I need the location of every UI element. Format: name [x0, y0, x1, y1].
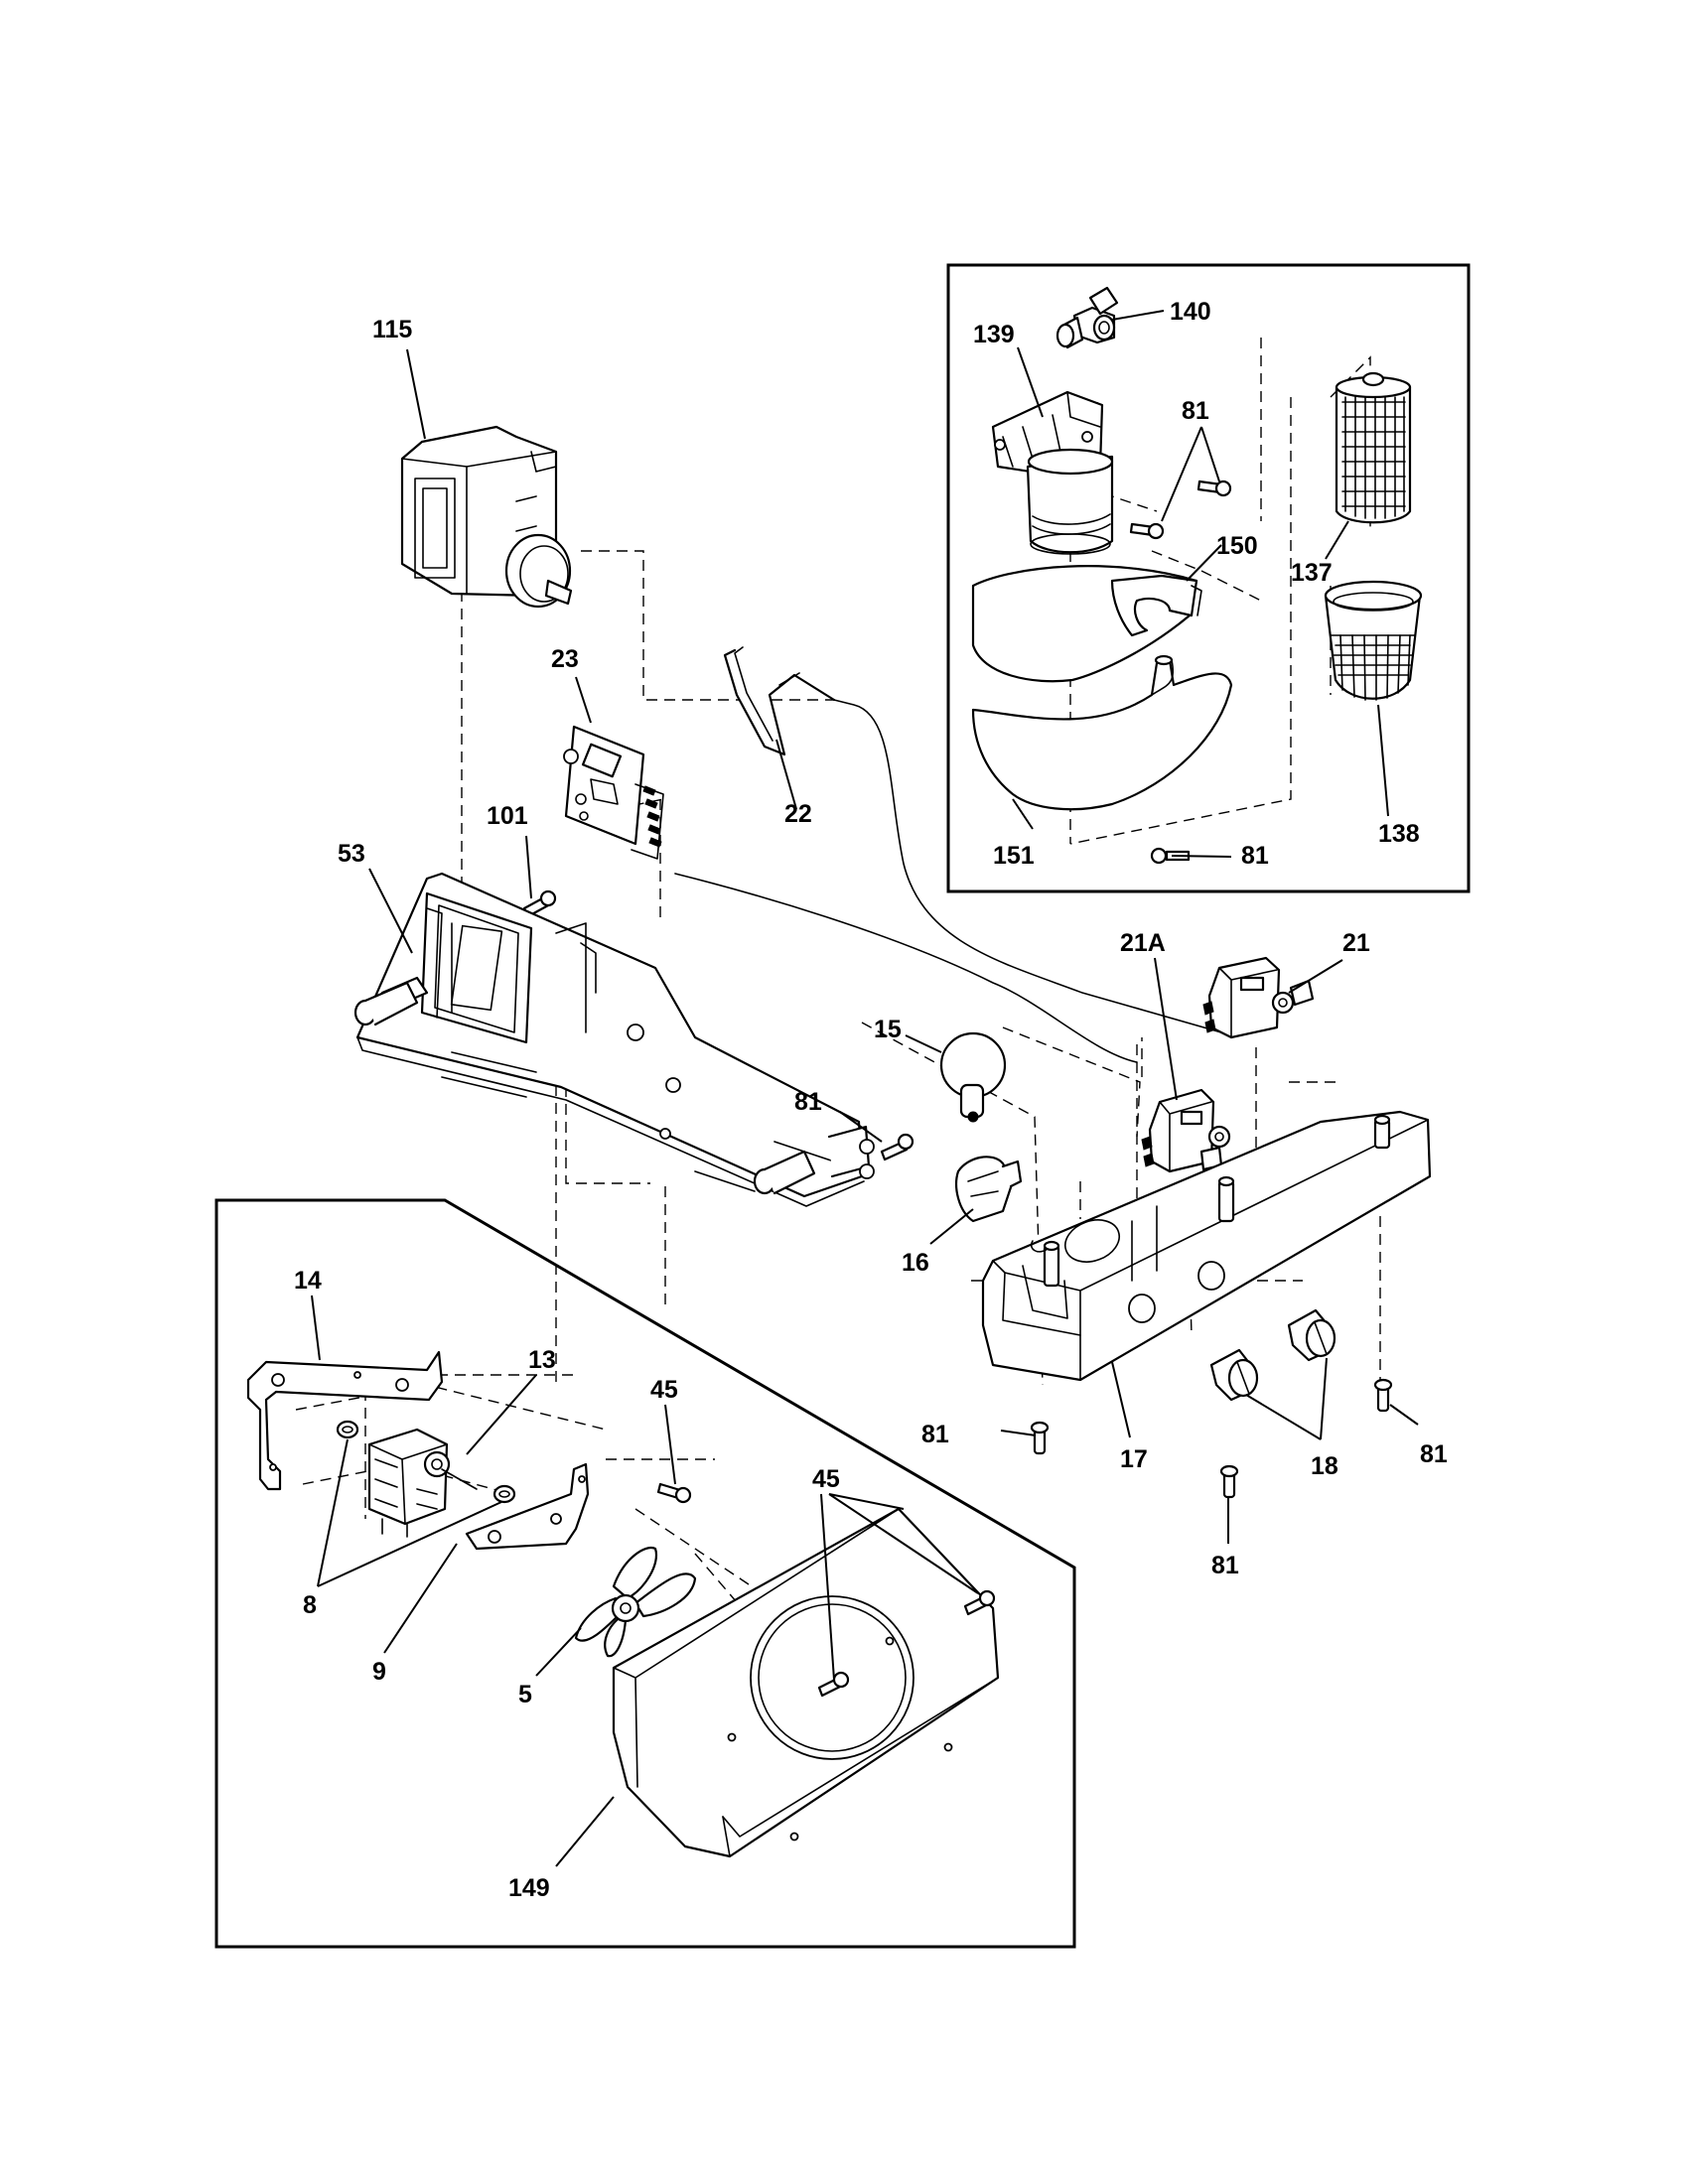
screw-45-upper — [656, 1482, 692, 1504]
knob-18-right — [1287, 1308, 1336, 1362]
callout-53: 53 — [338, 840, 365, 868]
lamp-bulb — [939, 1031, 1007, 1123]
grommet-8-a — [336, 1420, 359, 1439]
filter-cartridge-137 — [1335, 371, 1412, 524]
inset-frame-fan-assembly — [214, 1198, 1076, 1949]
screw-81-lamp — [880, 1133, 914, 1161]
callout-13: 13 — [528, 1346, 556, 1374]
callout-140: 140 — [1170, 298, 1211, 326]
callout-45-lower: 45 — [812, 1465, 840, 1493]
lamp-socket — [955, 1156, 1023, 1223]
filter-cover-150 — [971, 565, 1202, 683]
callout-151: 151 — [993, 842, 1035, 870]
callout-23: 23 — [551, 645, 579, 673]
filter-head-139 — [991, 390, 1114, 555]
callout-5: 5 — [518, 1681, 532, 1708]
switch-21a — [1141, 1088, 1231, 1173]
grommet-8-b — [492, 1484, 516, 1504]
callout-18: 18 — [1311, 1452, 1338, 1480]
callout-81-lamp: 81 — [794, 1088, 822, 1116]
callout-137: 137 — [1291, 559, 1333, 587]
filter-bowl-138 — [1324, 580, 1423, 701]
callout-101: 101 — [487, 802, 528, 830]
callout-81-bottom-mid: 81 — [1211, 1552, 1239, 1579]
callout-81-bottom-left: 81 — [921, 1421, 949, 1448]
fan-blade-5 — [574, 1546, 697, 1658]
control-board — [563, 725, 664, 860]
elbow-fitting-140 — [1055, 286, 1119, 349]
callout-8: 8 — [303, 1591, 317, 1619]
callout-149: 149 — [508, 1874, 550, 1902]
screw-81-bottom-mid — [1219, 1464, 1239, 1499]
callout-21: 21 — [1342, 929, 1370, 957]
callout-150: 150 — [1216, 532, 1258, 560]
screw-81-upper-a — [1129, 522, 1165, 540]
inset-frame-water-filter — [946, 263, 1471, 893]
callout-22: 22 — [784, 800, 812, 828]
callout-138: 138 — [1378, 820, 1420, 848]
callout-45-upper: 45 — [650, 1376, 678, 1404]
screw-81-bottom-right — [1373, 1378, 1393, 1413]
ice-maker-housing — [400, 425, 573, 609]
callout-15: 15 — [874, 1016, 902, 1043]
callout-14: 14 — [294, 1267, 322, 1295]
callout-81-lower-filter: 81 — [1241, 842, 1269, 870]
fan-shroud-149 — [612, 1507, 1000, 1858]
screw-81-bottom-left — [1030, 1421, 1050, 1455]
motor-bracket-14 — [246, 1350, 444, 1491]
callout-115: 115 — [372, 316, 412, 343]
leader-lines — [311, 310, 1419, 1867]
callout-21a: 21A — [1120, 929, 1166, 957]
knob-18-left — [1209, 1348, 1259, 1402]
filter-shroud-151 — [971, 654, 1233, 811]
switch-21 — [1202, 956, 1315, 1039]
callout-81-bottom-right: 81 — [1420, 1440, 1448, 1468]
motor-13 — [367, 1428, 478, 1538]
callout-16: 16 — [902, 1249, 929, 1277]
screw-81-upper-b — [1196, 479, 1232, 497]
fill-tube-heater — [674, 646, 1222, 1063]
screw-81-lower-filter — [1150, 847, 1191, 865]
screw-45-right — [963, 1589, 996, 1616]
callout-139: 139 — [973, 321, 1015, 348]
callout-17: 17 — [1120, 1445, 1148, 1473]
switch-housing — [981, 1110, 1432, 1382]
callout-labels: 115 23 22 101 53 15 81 16 21A 21 17 18 8… — [294, 298, 1448, 1902]
motor-bracket-9 — [465, 1462, 590, 1551]
callout-9: 9 — [372, 1658, 386, 1686]
dispenser-housing — [353, 872, 875, 1207]
callout-81-upper: 81 — [1182, 397, 1209, 425]
